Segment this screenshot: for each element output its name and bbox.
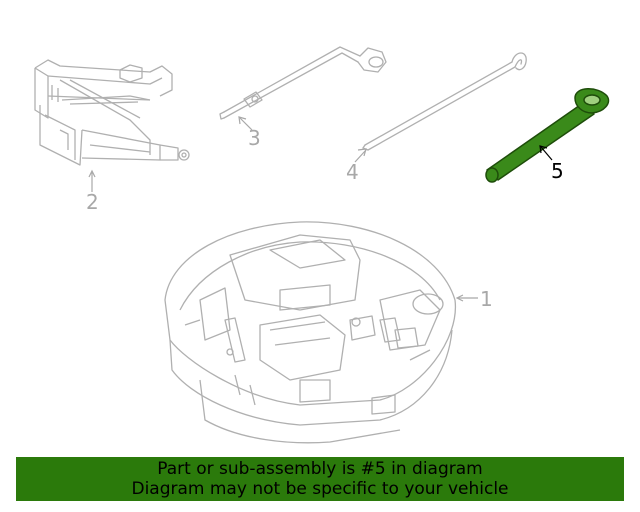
banner-line-1: Part or sub-assembly is #5 in diagram [157, 459, 483, 479]
callout-1: 1 [480, 287, 493, 311]
leader-lines [88, 116, 478, 302]
callout-2: 2 [86, 190, 99, 214]
callout-4: 4 [346, 160, 359, 184]
parts-diagram [34, 46, 610, 444]
banner-line-2: Diagram may not be specific to your vehi… [131, 479, 509, 499]
info-banner: Part or sub-assembly is #5 in diagram Di… [16, 457, 624, 501]
leader-line-5 [539, 145, 553, 161]
callout-3: 3 [248, 126, 261, 150]
jack-part-2 [34, 59, 190, 166]
jack-handle-part-4 [362, 52, 527, 151]
callout-5: 5 [551, 159, 564, 183]
tool-tray-part-1 [164, 221, 457, 444]
lug-wrench-part-3 [219, 46, 387, 120]
tow-hook-part-5 [485, 88, 610, 183]
